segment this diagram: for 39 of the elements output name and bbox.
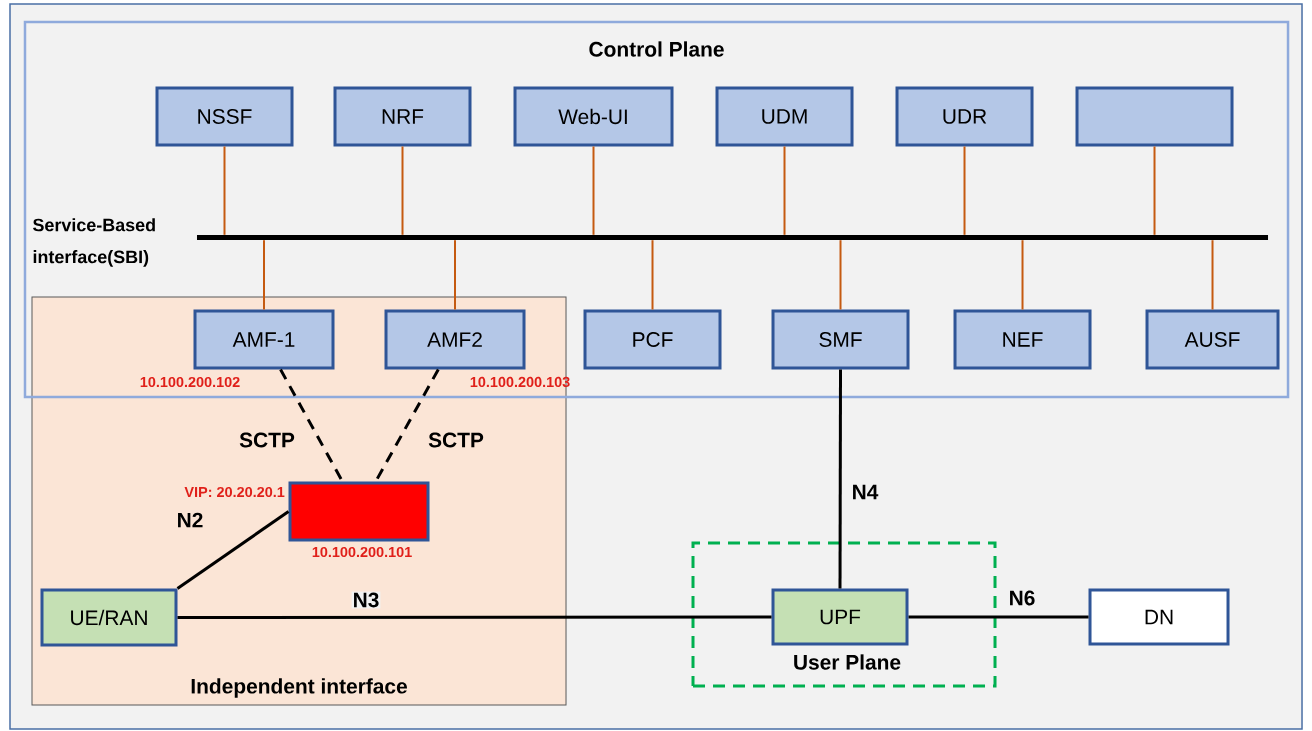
function-box: AMF-1 <box>193 309 335 370</box>
connector-line <box>1153 145 1156 236</box>
connector-line <box>263 239 265 311</box>
connector-line <box>592 145 595 236</box>
ip-address-label: 10.100.200.101 <box>312 546 412 558</box>
function-box: UPF <box>771 588 909 646</box>
connector-line <box>401 145 404 236</box>
connector-line <box>838 369 842 589</box>
connector-line <box>223 145 226 236</box>
connector-line <box>1211 239 1214 311</box>
function-box: UDR <box>895 86 1034 147</box>
connector-line <box>454 239 456 311</box>
function-box: SMF <box>771 309 910 370</box>
function-box: UE/RAN <box>40 588 178 647</box>
ip-address-label: 10.100.200.103 <box>470 376 570 388</box>
empty-box <box>1075 86 1234 147</box>
function-box: UDM <box>715 86 854 147</box>
ip-address-label: 10.100.200.102 <box>140 376 240 388</box>
connector-line <box>1021 239 1024 311</box>
connector-line <box>176 510 290 590</box>
group-title: User Plane <box>794 654 901 670</box>
connector-line <box>908 615 1089 619</box>
function-box: Web-UI <box>513 86 674 147</box>
group-title: Control Plane <box>589 41 724 57</box>
function-box: AUSF <box>1145 309 1280 370</box>
function-box: DN <box>1088 588 1230 646</box>
function-box: NSSF <box>155 86 294 147</box>
connector-line <box>963 145 966 236</box>
group-title: Independent interface <box>191 678 407 698</box>
function-box: AMF2 <box>384 309 526 370</box>
ip-address-label: VIP: 20.20.20.1 <box>184 486 285 498</box>
bus-label: Service-Based interface(SBI) <box>33 218 155 267</box>
function-box: NRF <box>333 86 472 147</box>
function-box: PCF <box>583 309 722 370</box>
connector-line <box>177 615 772 619</box>
connector-line <box>783 145 786 236</box>
connector-line <box>839 239 842 311</box>
connector-line <box>651 239 654 311</box>
function-box: NEF <box>953 309 1092 370</box>
